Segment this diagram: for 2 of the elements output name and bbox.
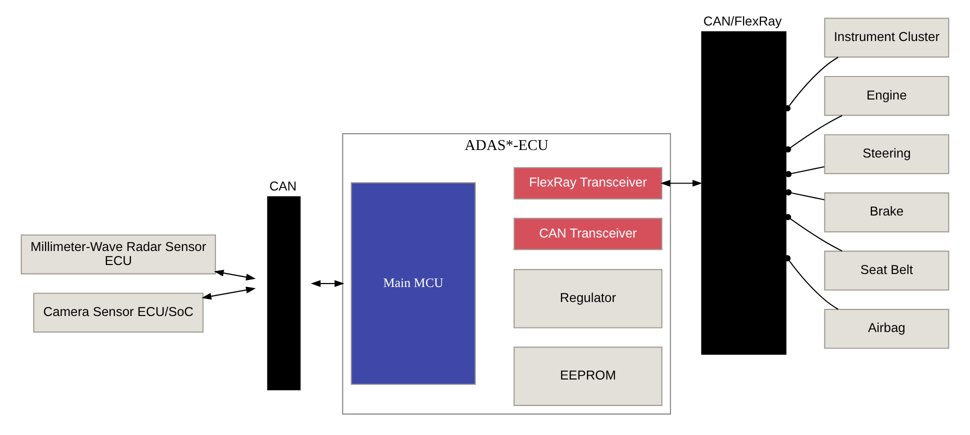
node-label: CAN: [269, 178, 297, 194]
node-label: CAN/FlexRay: [703, 13, 782, 28]
